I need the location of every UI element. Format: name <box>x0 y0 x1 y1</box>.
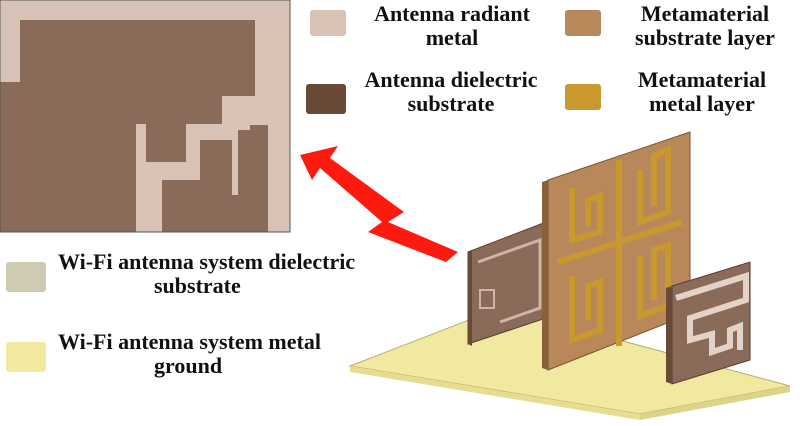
legend-wifi-metal-ground: Wi-Fi antenna system metal ground <box>58 329 321 378</box>
zoom-arrow <box>300 146 458 262</box>
patch-radiant-metal <box>0 0 290 232</box>
swatch-antenna-dielectric <box>306 84 346 114</box>
metamaterial-cross-pattern <box>557 145 683 346</box>
swatch-metamaterial-substrate <box>565 10 601 36</box>
right-antenna-board <box>666 261 751 385</box>
swatch-antenna-radiant-metal <box>310 10 346 36</box>
swatch-wifi-metal-ground <box>6 342 46 372</box>
swatch-wifi-dielectric <box>6 262 46 292</box>
antenna-patch-zoom <box>0 0 291 233</box>
swatch-metamaterial-metal <box>565 84 601 110</box>
metamaterial-board <box>542 131 691 371</box>
legend-wifi-dielectric: Wi-Fi antenna system dielectric substrat… <box>58 249 356 298</box>
